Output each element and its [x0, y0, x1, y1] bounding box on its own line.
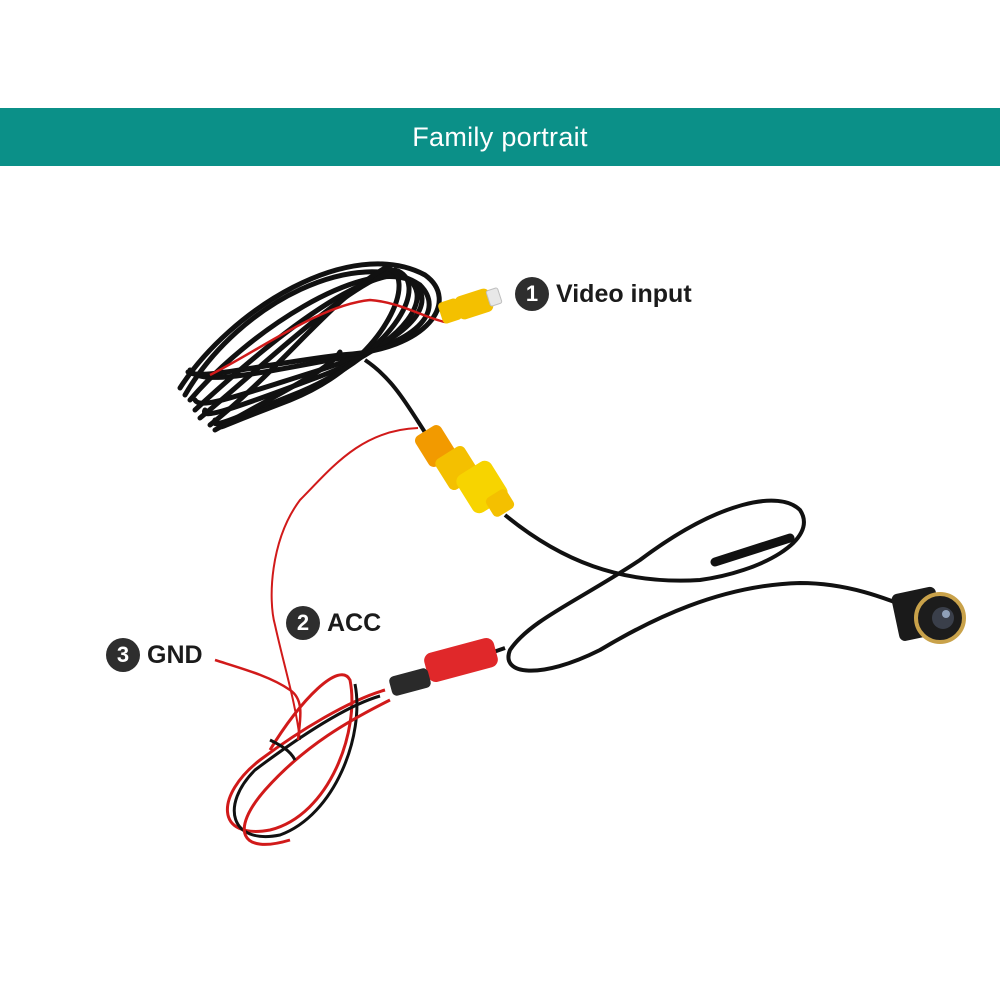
acc-red-wire: [270, 427, 419, 741]
coiled-cable: [177, 261, 442, 433]
header-banner: Family portrait: [0, 108, 1000, 166]
callout-label: ACC: [327, 608, 382, 637]
camera-cable: [503, 498, 916, 673]
callout-label: GND: [147, 640, 203, 669]
banner-title: Family portrait: [412, 121, 588, 152]
video-input-plug: [438, 287, 503, 324]
camera-cable-sleeve: [710, 533, 795, 567]
gnd-wire: [214, 658, 302, 741]
callout-number-badge: 2: [286, 606, 320, 640]
callout-acc: 2 ACC: [286, 606, 381, 640]
callout-label: Video input: [556, 279, 692, 308]
callout-number-badge: 3: [106, 638, 140, 672]
yellow-connector-pair: [415, 425, 515, 517]
power-loop: [225, 673, 391, 846]
callout-gnd: 3 GND: [106, 638, 203, 672]
cable-to-yellow: [363, 358, 432, 442]
power-plug: [389, 637, 506, 696]
camera-head: [891, 586, 966, 644]
callout-video-input: 1 Video input: [515, 277, 692, 311]
red-wire-coil: [209, 298, 446, 377]
callout-number-badge: 1: [515, 277, 549, 311]
